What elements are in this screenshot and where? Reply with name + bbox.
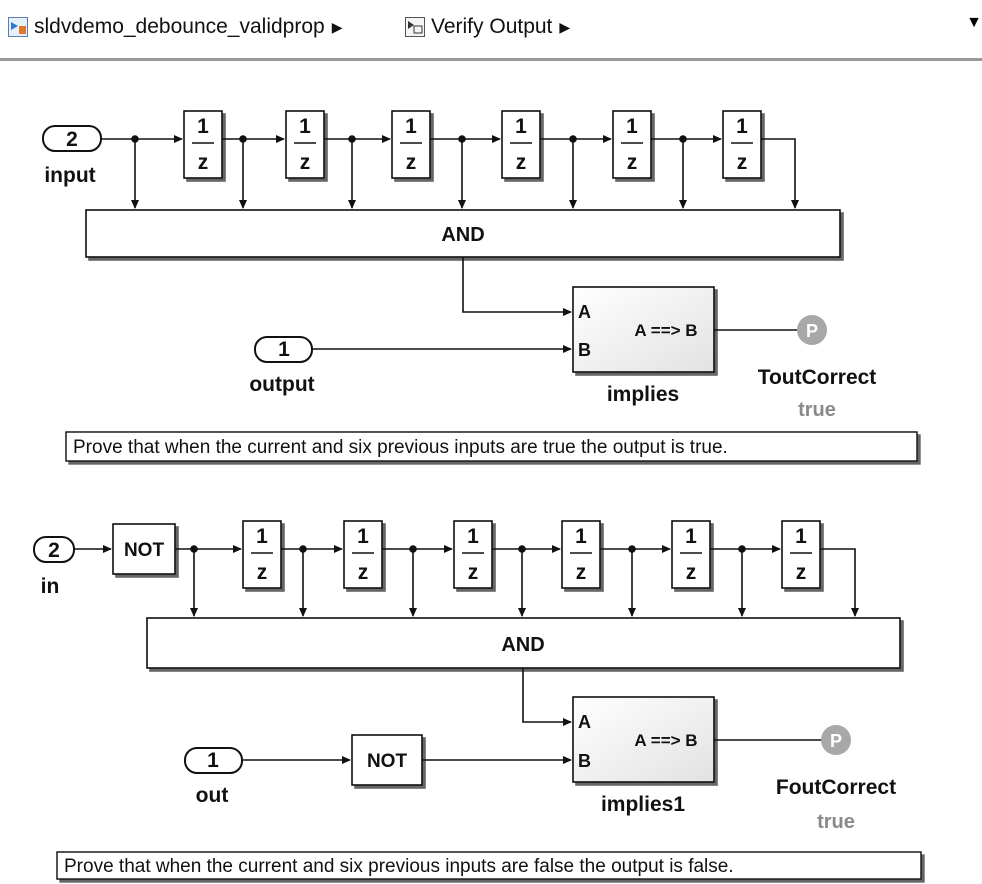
proof-glyph: P — [806, 321, 818, 341]
annotation-box[interactable] — [56, 851, 922, 880]
delay-denominator: z — [468, 561, 479, 584]
delay-numerator: 1 — [357, 525, 369, 548]
implies-expression: A ==> B — [634, 321, 697, 340]
breadcrumb: sldvdemo_debounce_validprop ▶ Verify Out… — [0, 0, 982, 61]
unit-delay-block[interactable] — [612, 110, 652, 179]
inport-number: 2 — [66, 128, 78, 151]
unit-delay-block[interactable] — [671, 520, 711, 589]
triangle-down-icon[interactable]: ▼ — [966, 14, 982, 31]
port-a-label: A — [578, 712, 591, 732]
delay-numerator: 1 — [256, 525, 268, 548]
inport-number: 2 — [48, 539, 60, 562]
unit-delay-block[interactable] — [343, 520, 383, 589]
delay-numerator: 1 — [515, 115, 527, 138]
implies-block[interactable] — [572, 696, 715, 783]
outport-number: 1 — [278, 338, 290, 361]
unit-delay-block[interactable] — [501, 110, 541, 179]
inport-label: input — [44, 164, 95, 187]
not-label: NOT — [367, 751, 408, 772]
annotation-box[interactable] — [65, 431, 918, 462]
and-block[interactable] — [85, 209, 841, 258]
subsystem-icon — [405, 17, 425, 37]
proof-objective-icon[interactable] — [797, 315, 827, 345]
model-icon — [8, 17, 28, 37]
delay-denominator: z — [358, 561, 369, 584]
not-label: NOT — [124, 540, 165, 561]
unit-delay-block[interactable] — [453, 520, 493, 589]
port-b-label: B — [578, 751, 591, 771]
annotation-text: Prove that when the current and six prev… — [73, 437, 728, 458]
delay-numerator: 1 — [626, 115, 638, 138]
annotation-text: Prove that when the current and six prev… — [64, 856, 734, 877]
and-label: AND — [441, 224, 484, 246]
unit-delay-block[interactable] — [242, 520, 282, 589]
delay-numerator: 1 — [736, 115, 748, 138]
unit-delay-block[interactable] — [285, 110, 325, 179]
implies-label: implies1 — [601, 793, 685, 816]
delay-numerator: 1 — [575, 525, 587, 548]
port-b-label: B — [578, 340, 591, 360]
delay-numerator: 1 — [467, 525, 479, 548]
delay-denominator: z — [198, 151, 209, 174]
proof-objective-icon[interactable] — [821, 725, 851, 755]
unit-delay-block[interactable] — [722, 110, 762, 179]
delay-denominator: z — [796, 561, 807, 584]
triangle-right-icon: ▶ — [331, 18, 343, 35]
outport-number: 1 — [207, 749, 219, 772]
delay-denominator: z — [737, 151, 748, 174]
inport-label: in — [41, 575, 60, 598]
delay-numerator: 1 — [299, 115, 311, 138]
delay-numerator: 1 — [197, 115, 209, 138]
unit-delay-block[interactable] — [781, 520, 821, 589]
delay-denominator: z — [627, 151, 638, 174]
delay-numerator: 1 — [405, 115, 417, 138]
proof-glyph: P — [830, 731, 842, 751]
not-block[interactable] — [112, 523, 176, 575]
implies-expression: A ==> B — [634, 731, 697, 750]
implies-label: implies — [607, 383, 679, 406]
objective-value: true — [817, 811, 855, 833]
delay-numerator: 1 — [685, 525, 697, 548]
implies-block[interactable] — [572, 286, 715, 373]
breadcrumb-item-model[interactable]: sldvdemo_debounce_validprop ▶ — [8, 14, 343, 40]
and-block[interactable] — [146, 617, 901, 669]
unit-delay-block[interactable] — [561, 520, 601, 589]
delay-denominator: z — [257, 561, 268, 584]
breadcrumb-subsystem-label: Verify Output — [431, 15, 553, 38]
outport-label: out — [196, 784, 229, 807]
breadcrumb-model-label: sldvdemo_debounce_validprop — [34, 15, 325, 38]
objective-name: ToutCorrect — [758, 366, 877, 389]
top-diagram — [42, 110, 918, 462]
unit-delay-block[interactable] — [391, 110, 431, 179]
unit-delay-block[interactable] — [183, 110, 223, 179]
breadcrumb-item-subsystem[interactable]: Verify Output ▶ — [405, 14, 570, 40]
bottom-diagram — [33, 520, 922, 880]
delay-denominator: z — [576, 561, 587, 584]
triangle-right-icon: ▶ — [559, 18, 571, 35]
delay-denominator: z — [300, 151, 311, 174]
port-a-label: A — [578, 302, 591, 322]
objective-value: true — [798, 399, 836, 421]
delay-numerator: 1 — [795, 525, 807, 548]
objective-name: FoutCorrect — [776, 776, 896, 799]
delay-denominator: z — [406, 151, 417, 174]
inport-output[interactable] — [254, 336, 313, 363]
delay-denominator: z — [516, 151, 527, 174]
delay-denominator: z — [686, 561, 697, 584]
and-label: AND — [501, 634, 544, 656]
outport-label: output — [249, 373, 314, 396]
